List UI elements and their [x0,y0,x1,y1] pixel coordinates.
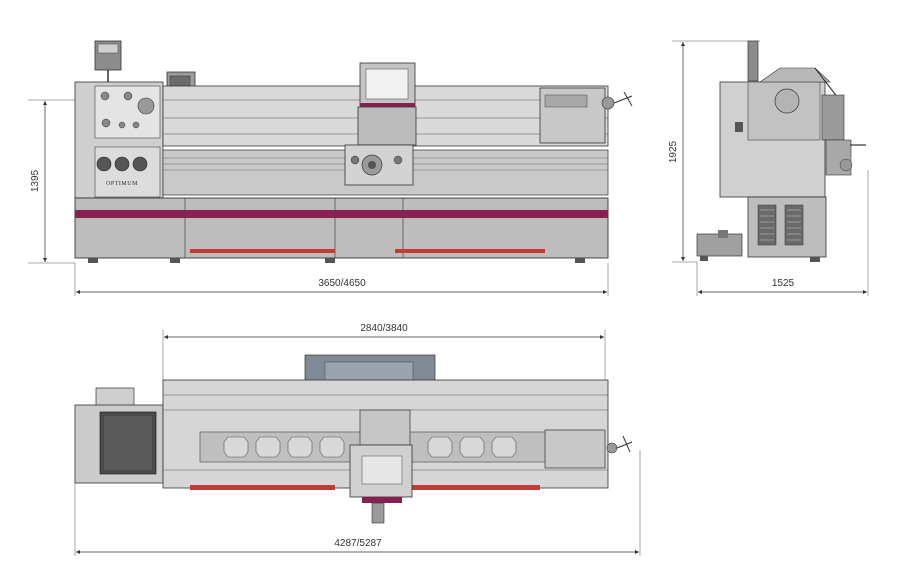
selector-knob [123,91,133,101]
gearbox-knob [114,156,130,172]
tailstock-handwheel [601,96,615,110]
brand-label: OPTIMUM [106,181,138,187]
side-control-arm [747,40,759,82]
chip-tray-bar [395,249,545,253]
gearbox-knob [96,156,112,172]
carriage [357,106,417,146]
top-view: 2840/3840 4287/5287 [74,323,641,556]
top-tailstock [544,429,606,469]
top-bed-length-label: 2840/3840 [360,323,408,334]
gearbox-knob [132,156,148,172]
top-chip-tray-bar [190,485,335,490]
side-spindle-cover [774,88,800,114]
top-total-length-label: 4287/5287 [334,538,382,549]
top-carriage [359,409,411,446]
side-view: 1925 1525 [668,40,869,296]
base-cabinet [74,197,609,259]
speed-dial [137,97,155,115]
carriage-accent [360,103,415,107]
side-carriage [821,94,845,141]
side-vent [757,204,777,246]
top-carriage-accent [362,497,402,503]
chip-tray-bar [190,249,335,253]
selector-knob [100,91,110,101]
top-chip-tray-bar [395,485,540,490]
side-height-label: 1925 [668,140,679,163]
front-length-label: 3650/4650 [318,278,366,289]
control-panel-screen [97,43,119,54]
gearbox-panel [94,146,161,198]
selector-knob [101,118,111,128]
base-accent-stripe [75,210,608,218]
front-view: OPTIMUM [28,40,633,296]
side-vent [784,204,804,246]
side-depth-label: 1525 [772,278,795,289]
front-height-label: 1395 [30,169,41,192]
